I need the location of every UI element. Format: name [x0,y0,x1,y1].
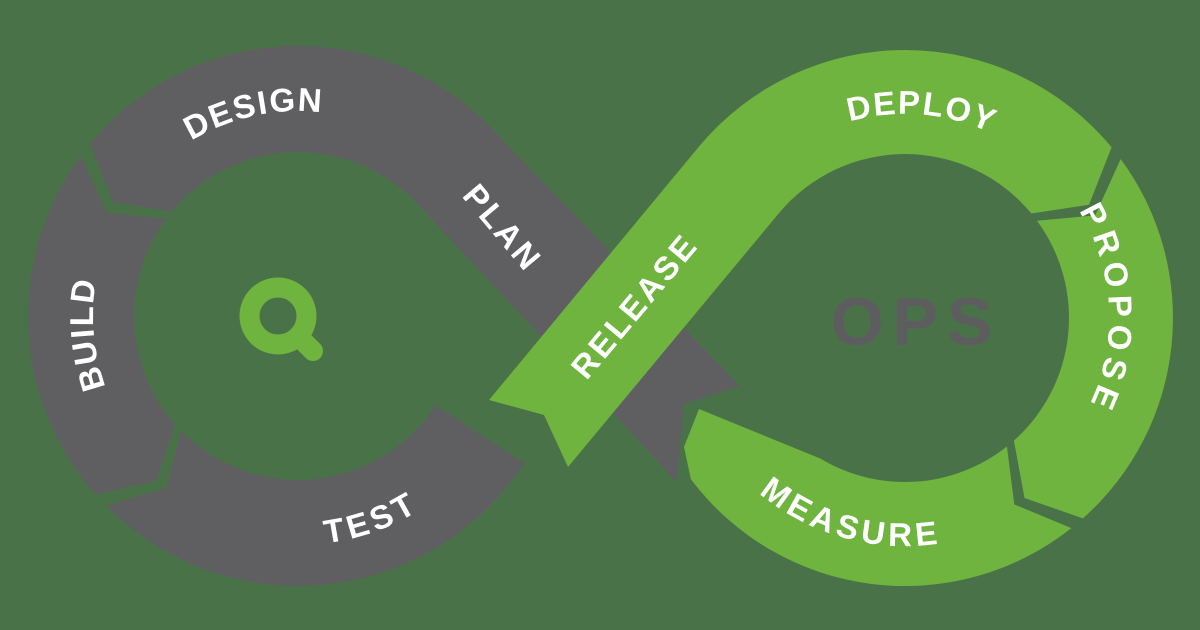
label-ops: OPS [831,284,1002,360]
build-arc [28,155,175,495]
measure-arc [684,409,1072,587]
release-deploy-band [489,49,1112,468]
q-logo-ring-icon [239,277,317,355]
q-logo-handle-icon [289,327,323,361]
propose-arc [1013,159,1173,519]
test-arc [105,405,525,586]
